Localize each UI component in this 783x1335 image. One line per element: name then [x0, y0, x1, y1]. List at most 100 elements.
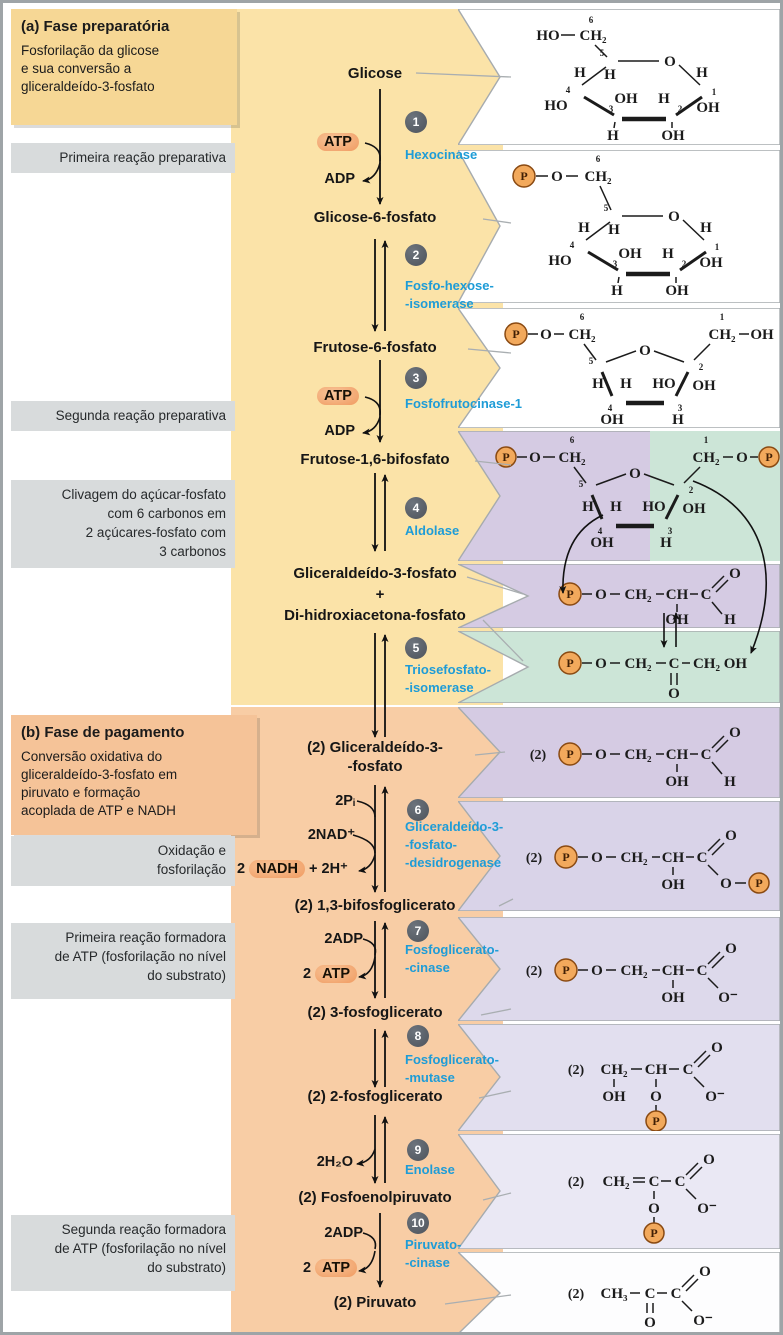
- svg-text:H: H: [582, 499, 594, 515]
- svg-text:H: H: [611, 283, 623, 299]
- enzyme-hexocinase: Hexocinase: [405, 147, 478, 162]
- svg-text:2: 2: [682, 259, 687, 269]
- svg-text:O: O: [595, 656, 607, 672]
- metabolite-2-gliceraldeido-line1: (2) Gliceraldeído-3-: [307, 739, 443, 756]
- svg-text:O: O: [729, 725, 741, 741]
- svg-text:O: O: [595, 747, 607, 763]
- svg-text:C: C: [649, 1174, 660, 1190]
- svg-text:O: O: [703, 1152, 715, 1168]
- svg-text:CH: CH: [662, 963, 685, 979]
- step-7-badge: 7: [407, 920, 429, 942]
- svg-text:H: H: [620, 376, 632, 392]
- svg-text:OH: OH: [696, 100, 720, 116]
- svg-text:OH: OH: [665, 283, 689, 299]
- cofactor-nad-step6: 2NAD⁺: [307, 827, 355, 843]
- svg-text:(2): (2): [526, 851, 543, 866]
- svg-text:OH: OH: [665, 612, 689, 628]
- svg-text:(2): (2): [530, 748, 547, 763]
- enzyme-aldolase: Aldolase: [405, 523, 460, 538]
- metabolite-3-fosfoglicerato: (2) 3-fosfoglicerato: [307, 1004, 443, 1021]
- svg-text:1: 1: [720, 312, 725, 322]
- structure-panel-glucose: 6 HO CH₂ O 5 H H 1 OH H 2 OH OH 3 H H 4 …: [458, 9, 780, 145]
- svg-text:OH: OH: [600, 412, 624, 428]
- enzyme-fosfo-hexose-isomerase: Fosfo-hexose- -isomerase: [405, 278, 494, 311]
- svg-text:C: C: [671, 1286, 682, 1302]
- svg-text:O: O: [711, 1040, 723, 1056]
- structure-panel-fructose-6-phosphate: P O 6 CH₂ O 1 CH₂ OH 5 H H HO 2 OH 4 OH …: [458, 308, 780, 428]
- svg-text:H: H: [604, 67, 616, 83]
- cofactor-atp-step10: 2 ATP: [303, 1259, 358, 1277]
- svg-text:OH: OH: [750, 327, 774, 343]
- svg-text:P: P: [566, 747, 573, 761]
- svg-text:H: H: [658, 91, 670, 107]
- metabolite-dhap: Di-hidroxiacetona-fosfato: [284, 607, 466, 624]
- svg-text:CH: CH: [666, 587, 689, 603]
- phosphate-icon: P: [504, 322, 528, 346]
- step-4-badge: 4: [405, 497, 427, 519]
- svg-text:4: 4: [570, 240, 575, 250]
- metabolite-piruvato: (2) Piruvato: [333, 1294, 417, 1311]
- svg-text:OH: OH: [602, 1089, 626, 1105]
- label-segunda-reacao-formadora: Segunda reação formadora de ATP (fosfori…: [11, 1215, 235, 1291]
- svg-text:CH₂: CH₂: [621, 850, 649, 866]
- section-a-title: (a) Fase preparatória: [21, 18, 170, 35]
- ring-oxygen: O: [668, 209, 680, 225]
- svg-text:OH: OH: [661, 990, 685, 1006]
- svg-text:O: O: [720, 876, 732, 892]
- svg-text:1: 1: [712, 87, 717, 97]
- svg-text:P: P: [566, 587, 573, 601]
- svg-text:C: C: [701, 747, 712, 763]
- svg-text:P: P: [650, 1226, 657, 1240]
- step-6-badge: 6: [407, 799, 429, 821]
- svg-text:CH₂: CH₂: [559, 450, 587, 466]
- svg-text:CH₂: CH₂: [569, 327, 597, 343]
- metabolite-glicose: Glicose: [347, 65, 403, 82]
- svg-text:CH₂ OH: CH₂ OH: [693, 656, 747, 672]
- svg-text:O: O: [644, 1315, 656, 1331]
- label-segunda-reacao-preparativa: Segunda reação preparativa: [11, 401, 235, 431]
- svg-text:CH₂: CH₂: [709, 327, 737, 343]
- plus-sign: +: [375, 586, 385, 603]
- phosphate-icon: P: [495, 446, 517, 468]
- svg-text:4: 4: [566, 85, 571, 95]
- metabolite-2-fosfoglicerato: (2) 2-fosfoglicerato: [307, 1088, 443, 1105]
- svg-text:6: 6: [596, 154, 601, 164]
- label-clivagem: Clivagem do açúcar-fosfato com 6 carbono…: [11, 480, 235, 568]
- label-primeira-reacao-preparativa: Primeira reação preparativa: [11, 143, 235, 173]
- svg-text:OH: OH: [590, 535, 614, 551]
- svg-text:CH₂: CH₂: [621, 963, 649, 979]
- enzyme-fosfoglicerato-mutase: Fosfoglicerato- -mutase: [405, 1052, 499, 1085]
- cofactor-adp-step10: 2ADP: [324, 1225, 363, 1241]
- svg-text:H: H: [607, 128, 619, 144]
- metabolite-13-bifosfoglicerato: (2) 1,3-bifosfoglicerato: [294, 897, 456, 914]
- svg-text:CH: CH: [645, 1062, 668, 1078]
- cofactor-atp-step3: ATP: [317, 387, 359, 405]
- enzyme-enolase: Enolase: [405, 1162, 455, 1177]
- section-a-description: Fosforilação da glicose e sua conversão …: [21, 43, 160, 94]
- phosphate-icon: P: [558, 742, 582, 766]
- svg-text:1: 1: [704, 435, 709, 445]
- metabolite-2-gliceraldeido-line2: -fosfato: [347, 758, 403, 775]
- metabolite-fosfoenolpiruvato: (2) Fosfoenolpiruvato: [298, 1189, 452, 1206]
- enzyme-fosfofrutocinase-1: Fosfofrutocinase-1: [405, 396, 523, 411]
- enzyme-triosefosfato-isomerase: Triosefosfato- -isomerase: [405, 662, 491, 695]
- structure-panel-pyruvate: (2) CH₃ C C O O⁻ O: [458, 1252, 780, 1332]
- svg-text:O: O: [591, 850, 603, 866]
- svg-text:H: H: [696, 65, 708, 81]
- enzyme-g3p-desidrogenase: Gliceraldeído-3- -fosfato- -desidrogenas…: [405, 819, 504, 870]
- svg-text:H: H: [592, 376, 604, 392]
- phosphate-icon: P: [512, 164, 536, 188]
- svg-text:C: C: [701, 587, 712, 603]
- svg-text:P: P: [566, 656, 573, 670]
- step-8-badge: 8: [407, 1025, 429, 1047]
- svg-text:O: O: [529, 450, 541, 466]
- structure-panel-2-g3p: (2) P O CH₂ CH C O H OH: [458, 707, 780, 798]
- svg-text:6: 6: [580, 312, 585, 322]
- svg-text:O⁻: O⁻: [697, 1201, 717, 1217]
- svg-text:H: H: [578, 220, 590, 236]
- ring-oxygen: O: [639, 343, 651, 359]
- svg-text:HO: HO: [548, 253, 571, 269]
- svg-text:P: P: [512, 327, 519, 341]
- svg-text:H: H: [700, 220, 712, 236]
